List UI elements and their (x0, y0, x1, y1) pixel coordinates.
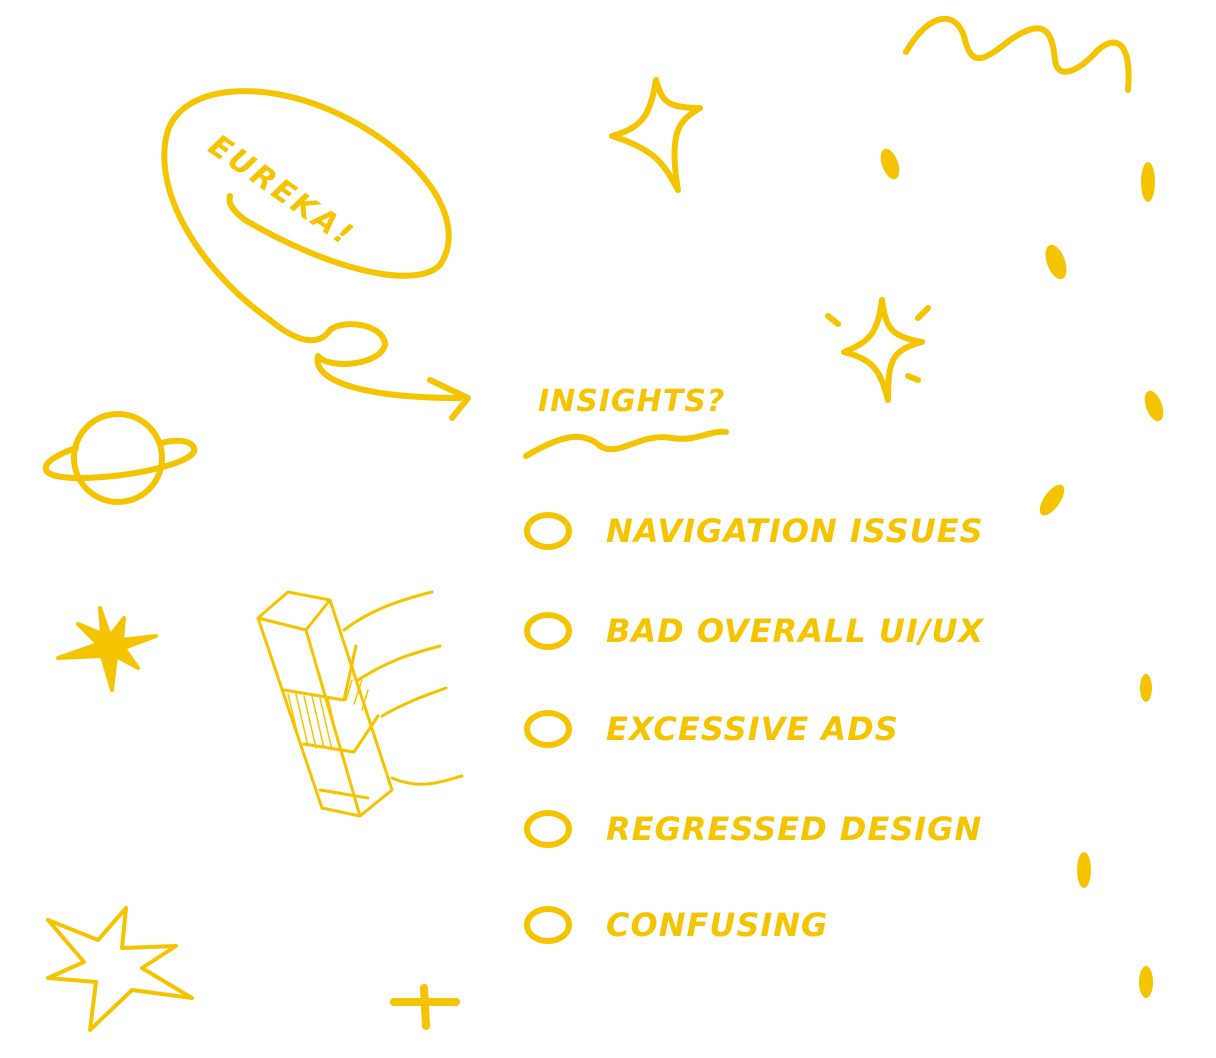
squiggle-icon (903, 15, 1132, 93)
planet-icon (42, 411, 198, 505)
burst-icon (56, 606, 158, 692)
title-underline-icon (523, 428, 729, 459)
speech-bubble-icon (161, 88, 471, 421)
poll-option-bad-overall-ui-ux[interactable]: Bad Overall UI/UX (524, 606, 984, 656)
poll-option-label: Navigation Issues (606, 512, 984, 550)
radio-circle-icon[interactable] (524, 809, 572, 849)
poll-option-label: Bad Overall UI/UX (606, 612, 985, 650)
poll-option-confusing[interactable]: Confusing (524, 900, 828, 950)
poll-option-excessive-ads[interactable]: Excessive Ads (524, 704, 899, 754)
poll-option-regressed-design[interactable]: Regressed Design (524, 804, 982, 854)
small-sparkle-icon (825, 297, 931, 403)
poll-option-label: Excessive Ads (606, 710, 899, 748)
radio-circle-icon[interactable] (524, 905, 572, 945)
poll-option-label: Confusing (606, 906, 829, 944)
poll-option-navigation-issues[interactable]: Navigation Issues (524, 506, 984, 556)
cross-sparkle-icon (390, 984, 460, 1030)
raindrops-icon (880, 148, 1164, 998)
radio-circle-icon[interactable] (524, 611, 572, 651)
poll-option-label: Regressed Design (606, 810, 983, 848)
jagged-star-icon (46, 906, 194, 1032)
sparkle-star-icon (609, 77, 703, 193)
poll-title: Insights? (538, 384, 726, 419)
radio-circle-icon[interactable] (524, 511, 572, 551)
building-sketch-icon (256, 590, 464, 818)
radio-circle-icon[interactable] (524, 709, 572, 749)
